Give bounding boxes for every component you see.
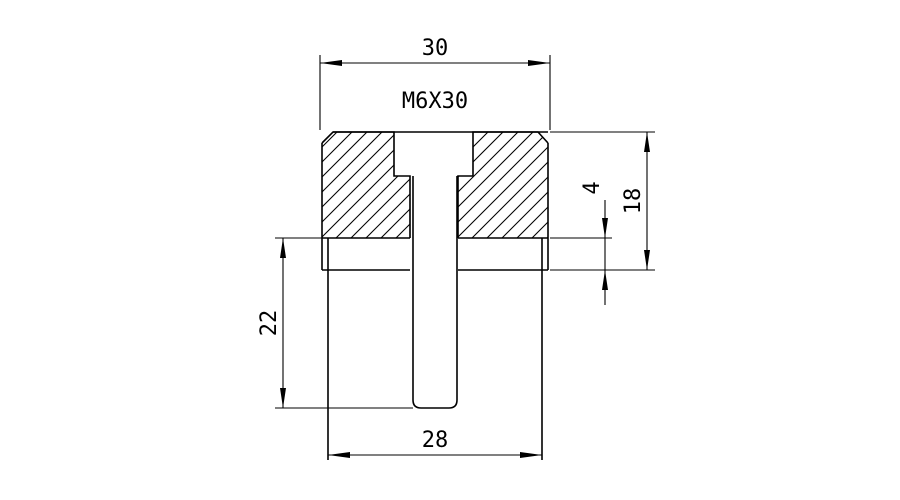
dim-bottom-width-label: 28 [422, 428, 449, 453]
hatch-line [458, 132, 504, 238]
hatch-line [458, 132, 534, 238]
hatch-line [637, 132, 743, 238]
hatch-line [458, 132, 489, 238]
hatch-line [458, 132, 548, 238]
hatch-line [322, 132, 353, 238]
hatch-line [322, 132, 338, 238]
hatch-line [411, 132, 517, 238]
hatch-line [486, 132, 548, 238]
hatch-line [322, 132, 410, 238]
dim-right-small-label: 4 [580, 181, 605, 194]
bolt-shank [412, 176, 458, 409]
dim-right-height-label: 18 [621, 188, 646, 215]
hatch-line [562, 132, 668, 238]
dim-top-width-label: 30 [422, 36, 449, 61]
hatch-line [426, 132, 532, 238]
hatch-line [322, 132, 323, 238]
hatch-line [350, 132, 410, 238]
dim-left-height-label: 22 [257, 310, 282, 337]
hatch-line [458, 132, 519, 238]
hatch-line [516, 132, 548, 238]
hatch-line [335, 132, 410, 238]
hatch-line [458, 132, 459, 238]
dim-top-width: 30 [319, 36, 551, 130]
hatch-line [365, 132, 410, 238]
part-outline [321, 131, 549, 271]
hatch-line [395, 132, 410, 238]
hatch-line [607, 132, 713, 238]
hatch-line [322, 132, 368, 238]
hatch-line [458, 132, 548, 238]
dim-left-height: 22 [257, 238, 286, 408]
hatch-line [501, 132, 548, 238]
dim-bottom-width: 28 [328, 428, 542, 458]
dim-right-small: 4 [550, 181, 612, 305]
dim-right-height: 18 [550, 131, 655, 271]
hatch-line [652, 132, 758, 238]
hatch-line [380, 132, 410, 238]
part-label: M6X30 [402, 89, 468, 114]
hatch-line [456, 132, 562, 238]
left-hatch-section [322, 132, 562, 238]
hatch-line [322, 132, 398, 238]
lower-body [275, 237, 543, 460]
hatch-line [471, 132, 548, 238]
hatch-line [622, 132, 728, 238]
hatch-line [322, 132, 383, 238]
